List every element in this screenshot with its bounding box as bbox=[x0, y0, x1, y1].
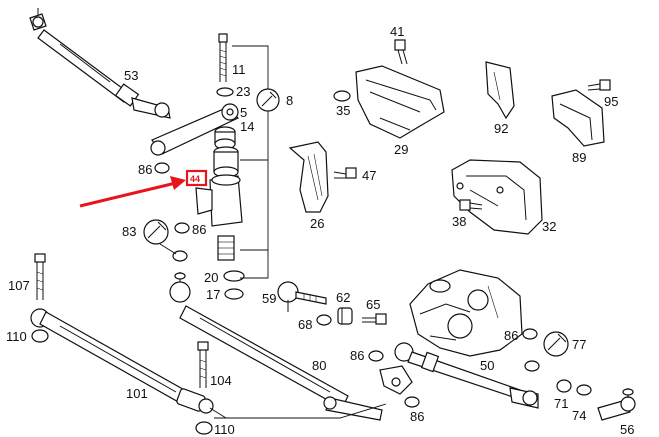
bushing-14[interactable] bbox=[214, 126, 236, 150]
nut-under-86[interactable] bbox=[172, 250, 188, 262]
part-label-92: 92 bbox=[494, 121, 508, 136]
part-label-86-c: 86 bbox=[350, 348, 364, 363]
tie-rod-end-59[interactable] bbox=[277, 281, 327, 312]
wrench-icon bbox=[543, 331, 569, 357]
part-label-74: 74 bbox=[572, 408, 586, 423]
part-label-110-b: 110 bbox=[214, 422, 235, 437]
tie-rod-end-56[interactable] bbox=[597, 388, 636, 421]
part-label-23: 23 bbox=[236, 84, 250, 99]
part-label-53: 53 bbox=[124, 68, 138, 83]
bracket-26[interactable] bbox=[288, 141, 329, 213]
part-label-68: 68 bbox=[298, 317, 312, 332]
part-label-29: 29 bbox=[394, 142, 408, 157]
part-label-14: 14 bbox=[240, 119, 254, 134]
bolt-65[interactable] bbox=[362, 313, 387, 325]
part-label-35: 35 bbox=[336, 103, 350, 118]
nut-86-a[interactable] bbox=[154, 162, 170, 174]
bolt-104[interactable] bbox=[197, 341, 209, 388]
part-label-107: 107 bbox=[8, 278, 30, 293]
bolt-95[interactable] bbox=[587, 79, 611, 91]
tie-rod-upper[interactable] bbox=[29, 8, 171, 119]
part-label-101: 101 bbox=[126, 386, 148, 401]
highlight-label: 44 bbox=[190, 174, 200, 184]
part-label-95: 95 bbox=[604, 94, 618, 109]
bracket-89[interactable] bbox=[551, 89, 605, 147]
red-arrow-icon bbox=[79, 176, 186, 208]
group-bracket-lower bbox=[214, 403, 387, 419]
washer-74[interactable] bbox=[576, 384, 592, 396]
part-label-104: 104 bbox=[210, 373, 232, 388]
tie-rod-101[interactable] bbox=[30, 308, 214, 414]
group-bracket-8 bbox=[232, 45, 269, 279]
part-label-8: 8 bbox=[286, 93, 293, 108]
ball-joint-left[interactable] bbox=[169, 272, 191, 303]
nut-110-a[interactable] bbox=[31, 329, 49, 343]
bracket-29[interactable] bbox=[355, 65, 445, 139]
steering-gear-box[interactable] bbox=[409, 269, 523, 357]
nut-86-d[interactable] bbox=[404, 396, 420, 408]
clamp-62[interactable] bbox=[337, 307, 353, 325]
part-label-86-b: 86 bbox=[192, 222, 206, 237]
part-label-20: 20 bbox=[204, 270, 218, 285]
part-label-56: 56 bbox=[620, 422, 634, 437]
nut-23[interactable] bbox=[216, 87, 234, 97]
nut-86-e[interactable] bbox=[522, 328, 538, 340]
part-label-50: 50 bbox=[480, 358, 494, 373]
part-label-47: 47 bbox=[362, 168, 376, 183]
part-label-80: 80 bbox=[312, 358, 326, 373]
nut-86-c[interactable] bbox=[368, 350, 384, 362]
idler-housing[interactable] bbox=[195, 146, 243, 261]
part-label-71: 71 bbox=[554, 396, 568, 411]
nut-17[interactable] bbox=[224, 288, 244, 300]
wrench-icon bbox=[256, 88, 280, 112]
nut-right-lower[interactable] bbox=[524, 360, 540, 372]
pitman-arm[interactable] bbox=[379, 365, 413, 395]
nut-110-b[interactable] bbox=[195, 421, 213, 435]
bolt-38[interactable] bbox=[459, 199, 483, 211]
idler-arm[interactable] bbox=[150, 103, 240, 156]
part-label-86-e: 86 bbox=[504, 328, 518, 343]
part-label-5: 5 bbox=[240, 105, 247, 120]
bolt-41[interactable] bbox=[394, 39, 408, 65]
part-label-62: 62 bbox=[336, 290, 350, 305]
part-label-86-d: 86 bbox=[410, 409, 424, 424]
nut-35[interactable] bbox=[333, 90, 351, 102]
part-label-89: 89 bbox=[572, 150, 586, 165]
wrench-icon bbox=[143, 219, 169, 245]
part-label-83: 83 bbox=[122, 224, 136, 239]
part-label-110-a: 110 bbox=[6, 329, 27, 344]
part-label-59: 59 bbox=[262, 291, 276, 306]
bolt-11[interactable] bbox=[218, 33, 228, 82]
highlighted-part-44[interactable]: 44 bbox=[185, 169, 208, 187]
part-label-26: 26 bbox=[310, 216, 324, 231]
washer-20[interactable] bbox=[223, 270, 245, 282]
part-label-17: 17 bbox=[206, 287, 220, 302]
part-label-65: 65 bbox=[366, 297, 380, 312]
bolt-107[interactable] bbox=[34, 253, 46, 300]
bracket-92[interactable] bbox=[485, 61, 515, 120]
part-label-86-a: 86 bbox=[138, 162, 152, 177]
bolt-47[interactable] bbox=[333, 167, 357, 179]
drag-link-80[interactable] bbox=[179, 305, 383, 421]
part-label-11: 11 bbox=[232, 62, 246, 77]
tie-rod-50[interactable] bbox=[394, 342, 539, 409]
part-label-77: 77 bbox=[572, 337, 586, 352]
part-label-32: 32 bbox=[542, 219, 556, 234]
nut-71[interactable] bbox=[556, 379, 572, 393]
nut-68[interactable] bbox=[316, 314, 332, 326]
nut-86-b[interactable] bbox=[174, 222, 190, 234]
part-label-38: 38 bbox=[452, 214, 466, 229]
part-label-41: 41 bbox=[390, 24, 404, 39]
